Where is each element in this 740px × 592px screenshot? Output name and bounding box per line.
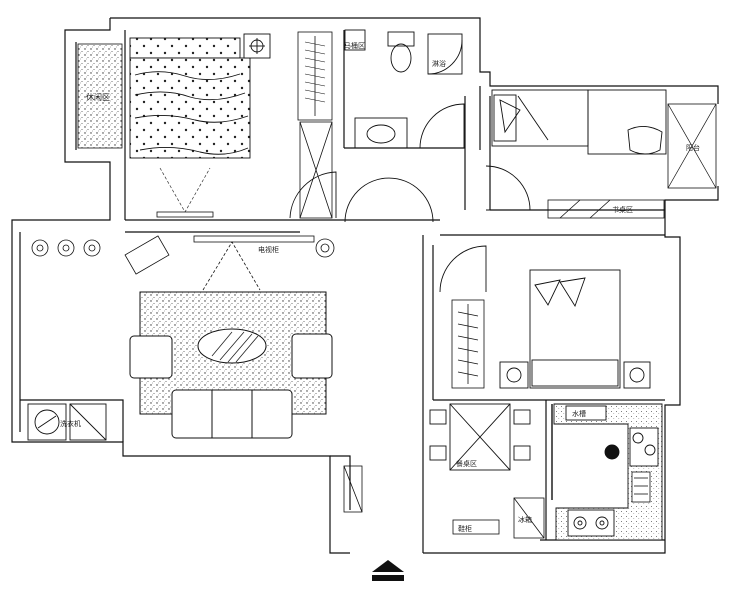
second-bed (491, 89, 667, 155)
stove-icon (567, 509, 615, 537)
wardrobe-master (297, 31, 333, 219)
balcony-right-label: 阳台 (686, 143, 700, 152)
washing-machine-label: 洗衣机 (60, 419, 81, 428)
wardrobe-third (451, 299, 485, 389)
toilet-label: 马桶区 (344, 41, 365, 50)
shower-label: 淋浴 (432, 59, 446, 68)
third-bed (499, 269, 651, 389)
cook-figure-icon (604, 444, 620, 460)
door-third (439, 245, 487, 293)
master-bed (129, 37, 251, 159)
coffee-table-hatch (211, 331, 259, 363)
tv-living (193, 235, 335, 291)
dining-label: 餐桌区 (456, 459, 477, 468)
study-desk-label: 书桌区 (612, 205, 633, 214)
balcony-left-label: 休闲区 (86, 92, 110, 102)
fridge-icon (513, 497, 545, 539)
hood-icon (631, 471, 651, 503)
shoe-cabinet-label: 鞋柜 (458, 524, 472, 533)
shoe-cabinet (343, 465, 500, 535)
door-bathroom (419, 103, 465, 149)
desk-study (547, 199, 665, 219)
balcony-left-floor (77, 43, 123, 149)
fridge-label: 冰箱 (518, 515, 532, 524)
nightstand-icon (243, 33, 271, 59)
balcony-right-cross (667, 103, 717, 189)
sink-icon (565, 405, 659, 467)
door-master (289, 171, 337, 219)
door-study (485, 165, 531, 211)
bathroom (344, 29, 463, 149)
tv-master (159, 167, 211, 213)
sink-label: 水槽 (572, 409, 586, 418)
door-living (344, 177, 434, 223)
tv-wall-label: 电视柜 (258, 245, 279, 254)
armchair-icon (124, 235, 170, 275)
sofa (129, 333, 333, 439)
dining-table (429, 403, 531, 471)
entrance-arrow-icon (372, 560, 404, 581)
washing-machine-icon (27, 403, 107, 441)
tv-cabinet-master (156, 211, 214, 218)
living-plants (31, 239, 101, 257)
